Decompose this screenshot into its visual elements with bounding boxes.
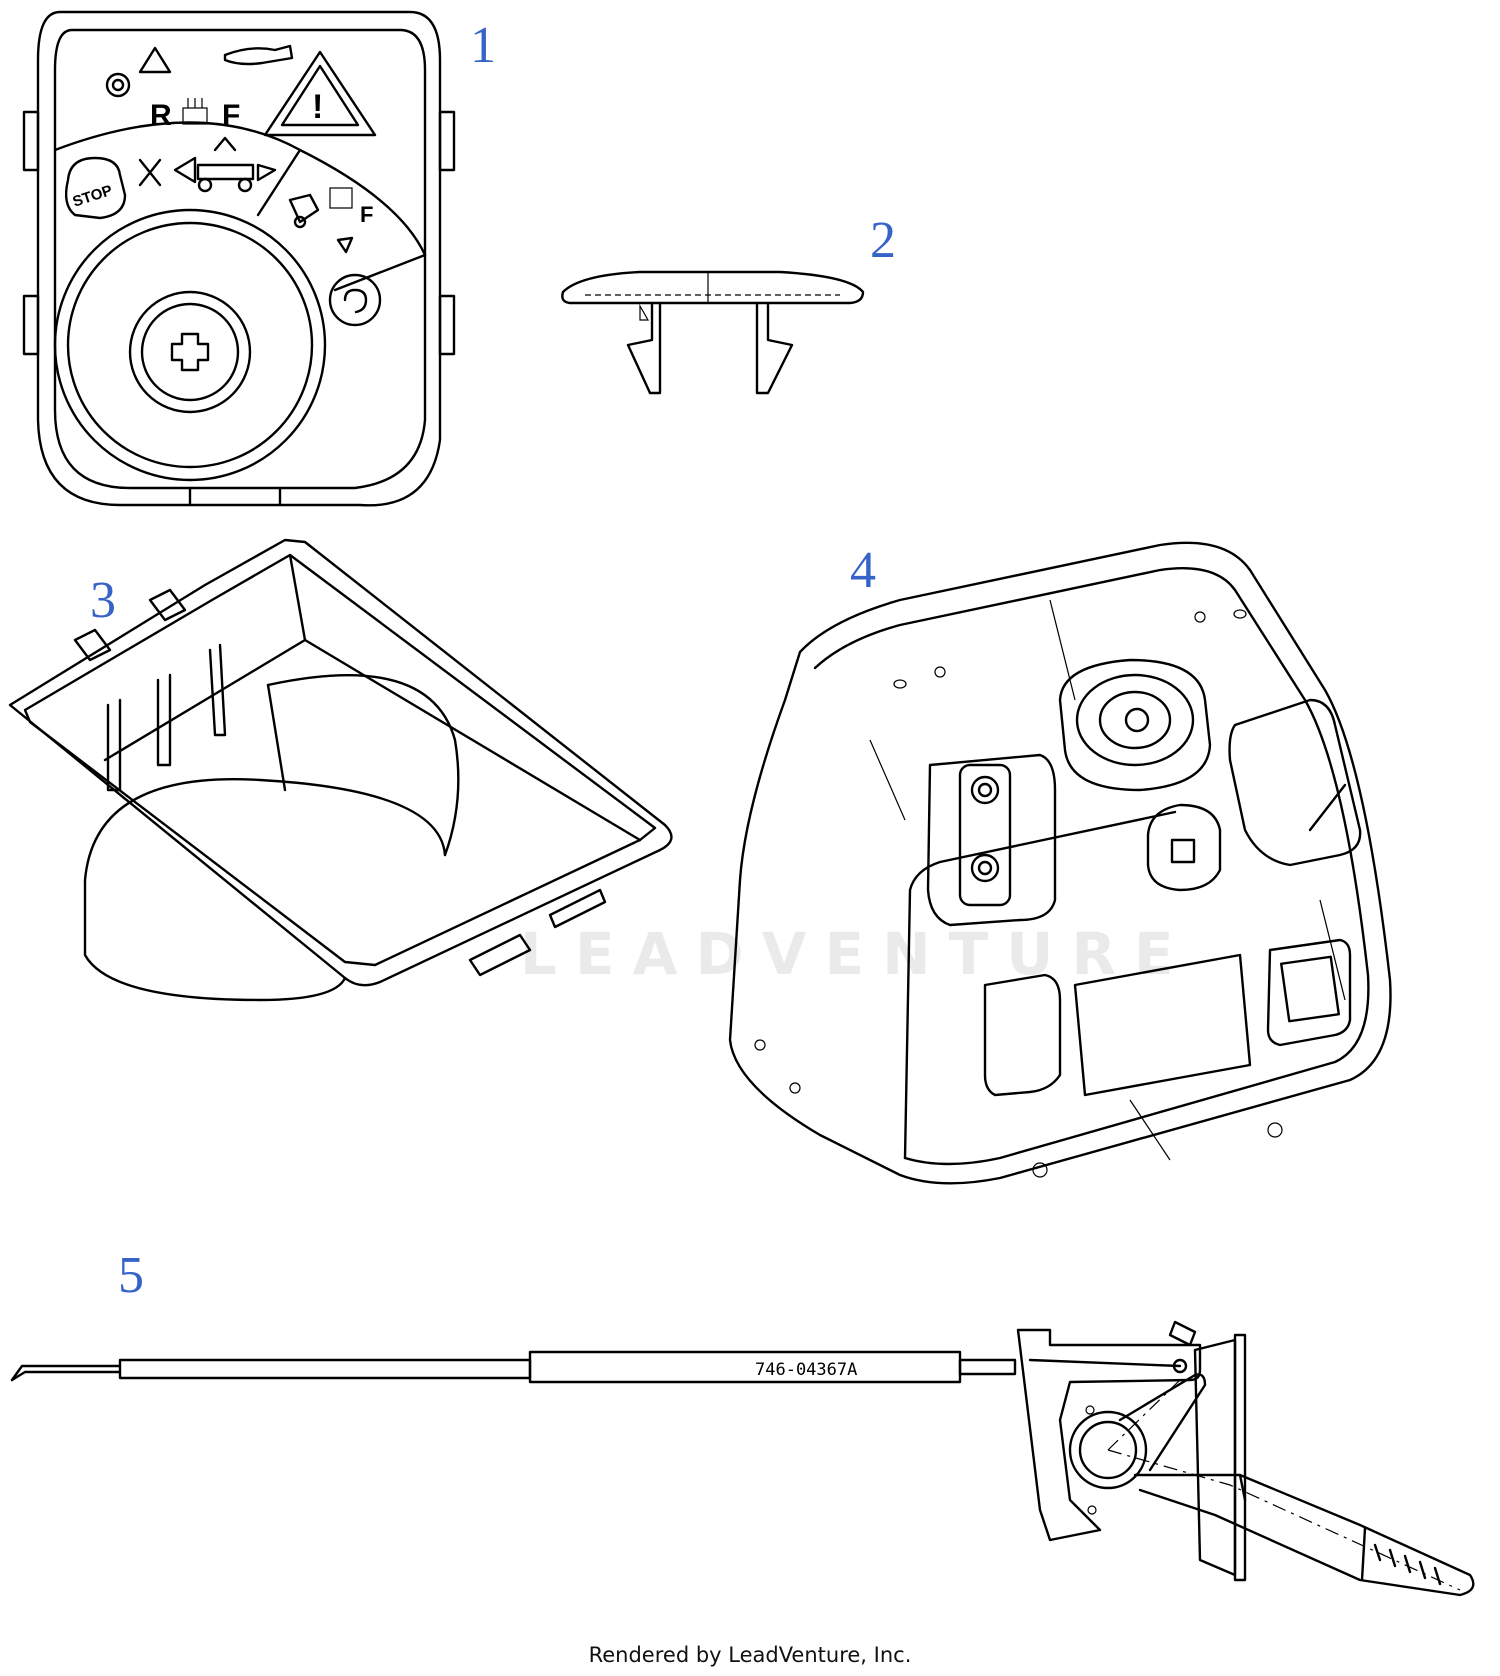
start-icon <box>328 273 382 327</box>
callout-2: 2 <box>870 212 896 269</box>
rider-reverse-icon <box>138 136 277 193</box>
watermark: LEADVENTURE <box>520 920 1192 988</box>
hand-icon <box>223 44 294 66</box>
cable-lever-part: 746-04367A <box>10 1320 1475 1597</box>
cable-part-number: 746-04367A <box>755 1360 857 1380</box>
stop-label: STOP <box>71 182 115 211</box>
svg-text:F: F <box>360 202 373 227</box>
forward-letter: F <box>222 99 240 132</box>
callout-1: 1 <box>470 17 496 74</box>
callout-4: 4 <box>850 542 876 599</box>
svg-text:!: ! <box>312 88 323 126</box>
stop-icon <box>64 156 127 220</box>
reverse-letter: R <box>150 99 172 132</box>
callout-3: 3 <box>90 572 116 629</box>
ignition-switch-part: ! R F STOP F <box>22 10 456 507</box>
cup-holder-part <box>8 538 673 1002</box>
push-pin-part <box>561 270 865 395</box>
dash-console-part <box>728 541 1392 1185</box>
rider-forward-icon: F <box>288 187 373 254</box>
callout-5: 5 <box>118 1247 144 1304</box>
footer-credit: Rendered by LeadVenture, Inc. <box>588 1643 912 1667</box>
